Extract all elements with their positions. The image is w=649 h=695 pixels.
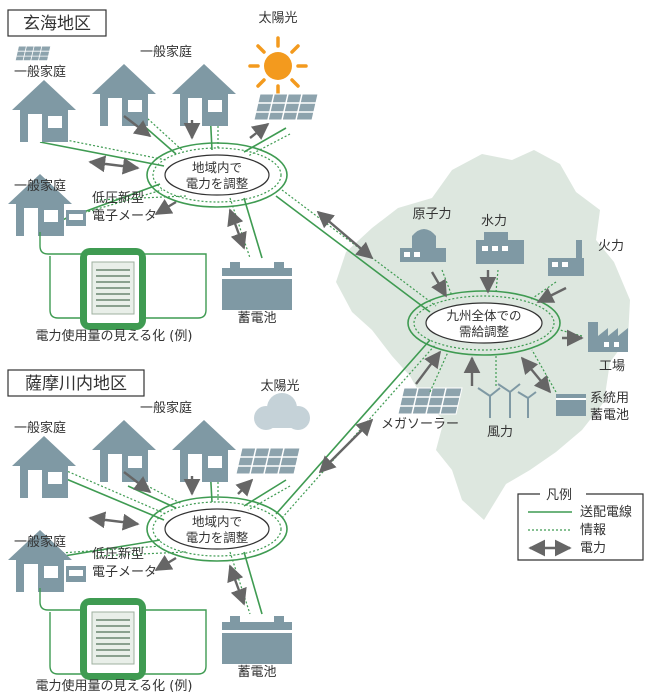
genkai-house-left-label: 一般家庭	[14, 64, 66, 80]
genkai-hub-ring	[146, 142, 288, 208]
satsuma-house-top-label: 一般家庭	[140, 400, 192, 416]
solar-panel-icon	[253, 93, 319, 121]
genkai-solar-label: 太陽光	[258, 11, 297, 26]
kyushu-hub-line1: 九州全体での	[446, 308, 521, 323]
roof-panel-icon	[14, 45, 52, 61]
genkai-meter-line1: 低圧新型	[92, 190, 144, 206]
legend: 凡例 送配電線 情報 電力	[517, 488, 644, 561]
satsuma-solar-label: 太陽光	[260, 379, 299, 394]
legend-title: 凡例	[546, 488, 572, 503]
genkai-battery-label: 蓄電池	[237, 311, 276, 326]
kyushu-hub	[425, 302, 543, 344]
grid-battery-line2: 蓄電池	[590, 408, 629, 423]
genkai-title: 玄海地区	[23, 14, 91, 34]
hydro-label: 水力	[481, 214, 507, 229]
genkai-visual-label: 電力使用量の見える化 (例)	[36, 328, 193, 344]
satsuma-title-box	[7, 369, 145, 397]
satsuma-visual-label: 電力使用量の見える化 (例)	[36, 678, 193, 694]
nuclear-label: 原子力	[412, 207, 451, 222]
genkai-arrows	[88, 115, 270, 250]
satsuma-battery-label: 蓄電池	[237, 665, 276, 680]
genkai-hub-line1: 地域内で	[192, 160, 242, 175]
mega-solar-label: メガソーラー	[381, 417, 459, 432]
genkai-house-top-label: 一般家庭	[140, 44, 192, 60]
satsuma-house-left-label: 一般家庭	[14, 420, 66, 436]
thermal-label: 火力	[598, 239, 624, 254]
house-icon	[12, 436, 76, 498]
genkai-hub-line2: 電力を調整	[186, 176, 249, 191]
satsuma-hub	[164, 508, 270, 550]
genkai-house-bottom-label: 一般家庭	[14, 178, 66, 194]
kyushu-arrows	[415, 270, 584, 394]
house-icon	[172, 420, 236, 482]
satsuma-meter-line2: 電子メータ	[92, 565, 157, 580]
battery-icon	[222, 616, 292, 664]
grid-battery-icon	[556, 394, 586, 416]
legend-power: 電力	[580, 541, 606, 556]
house-icon	[12, 80, 76, 142]
tablet-icon	[79, 247, 147, 331]
trunk-arrows	[316, 210, 374, 474]
satsuma-title: 薩摩川内地区	[25, 374, 127, 394]
solar-panel-icon	[235, 447, 301, 475]
factory-label: 工場	[599, 359, 625, 374]
genkai-title-box	[7, 9, 107, 37]
satsuma-meter-line1: 低圧新型	[92, 546, 144, 562]
sun-icon	[248, 36, 308, 96]
satsuma-hub-line1: 地域内で	[192, 514, 242, 529]
legend-power-line: 送配電線	[580, 504, 632, 520]
tablet-icon	[79, 597, 147, 681]
thermal-plant-icon	[548, 240, 584, 276]
factory-icon	[588, 322, 628, 352]
grid-battery-line1: 系統用	[590, 391, 629, 406]
house-icon	[172, 64, 236, 126]
hydro-plant-icon	[476, 232, 524, 264]
genkai-meter-line2: 電子メータ	[92, 209, 157, 224]
satsuma-house-bottom-label: 一般家庭	[14, 534, 66, 550]
legend-info: 情報	[580, 523, 606, 538]
satsuma-hub-line2: 電力を調整	[186, 530, 249, 545]
satsuma-arrows	[88, 471, 254, 606]
wind-label: 風力	[487, 425, 513, 440]
genkai-power-lines	[39, 107, 291, 259]
genkai-hub	[164, 154, 270, 196]
cloud-icon	[254, 393, 310, 430]
battery-icon	[222, 262, 292, 310]
kyushu-hub-line2: 需給調整	[459, 324, 510, 339]
nuclear-plant-icon	[400, 229, 446, 262]
